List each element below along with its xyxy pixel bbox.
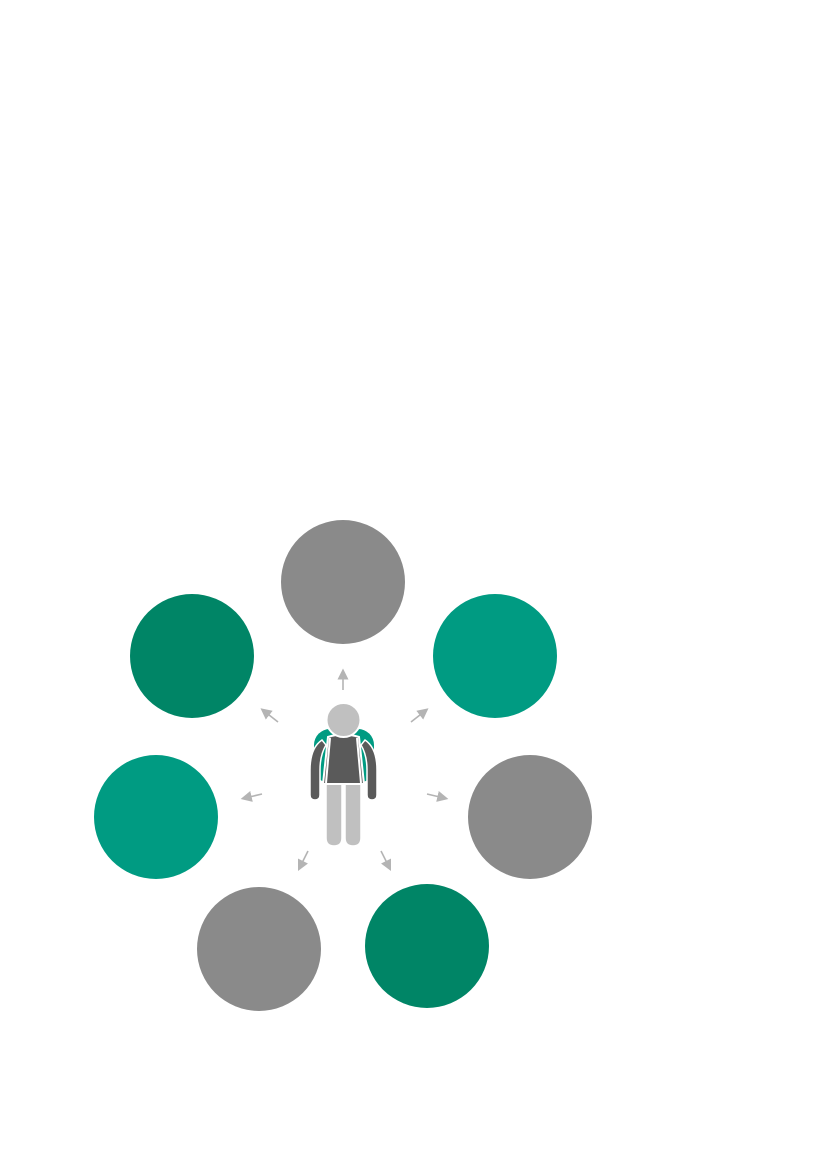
node-right — [468, 755, 592, 879]
person-right-leg — [344, 783, 362, 847]
node-left — [94, 755, 218, 879]
person-left-arm — [309, 738, 327, 801]
node-lower-right — [365, 884, 489, 1008]
person-left-leg — [325, 783, 343, 847]
connector-arrows — [240, 668, 449, 872]
outer-nodes — [94, 520, 592, 1011]
node-upper-left — [130, 594, 254, 718]
arrow-to-lower-left — [297, 850, 309, 872]
node-lower-left — [197, 887, 321, 1011]
person-head — [325, 702, 362, 738]
arrow-to-upper-right — [410, 708, 429, 723]
arrow-to-left — [240, 791, 263, 802]
arrow-to-right — [426, 791, 449, 802]
backpack-strap-right — [356, 737, 362, 784]
backpacker-person-icon — [309, 702, 378, 847]
arrow-to-upper-left — [260, 708, 279, 723]
node-top — [281, 520, 405, 644]
arrow-to-lower-right — [380, 850, 392, 872]
person-right-arm — [360, 738, 378, 801]
backpack-strap-left — [325, 737, 331, 784]
node-upper-right — [433, 594, 557, 718]
